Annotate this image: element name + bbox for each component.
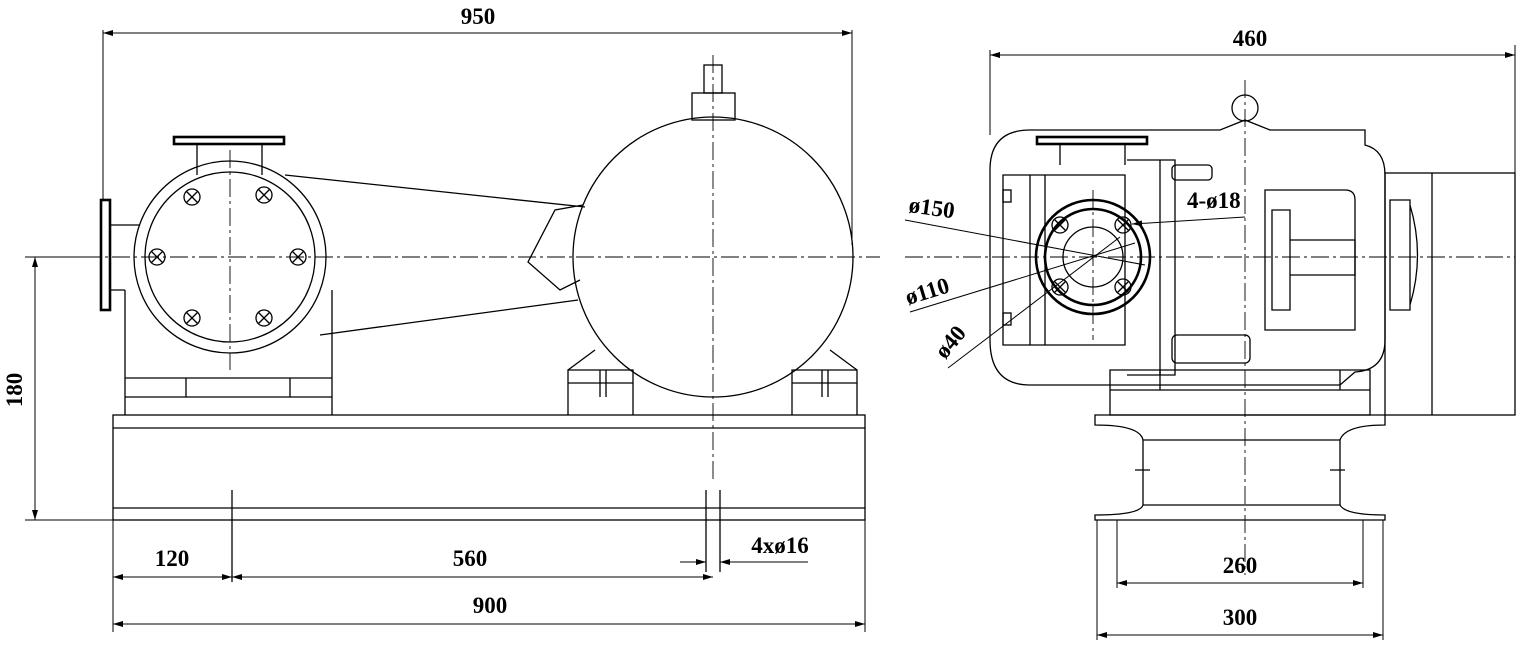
dim-shaft-height: 180 [2,373,27,408]
leader-bore [947,236,1121,369]
dim-overall-width: 460 [1233,26,1268,51]
dim-flange-bore: ø40 [930,321,971,363]
belt-guard [284,174,586,336]
base-frame [112,414,866,582]
dim-bolt-spacing: 560 [453,546,488,571]
dim-overall-length: 950 [461,4,496,29]
dim-base-holes: 4xø16 [751,533,809,558]
pump-body [99,135,333,415]
dim-flange-holes: 4-ø18 [1187,188,1241,213]
side-base [1094,369,1386,521]
dim-flange-bolt-circle: ø110 [902,273,952,310]
dim-base-length: 900 [473,593,508,618]
front-view: 950 180 120 560 4xø16 900 [2,4,880,632]
leader-flange-outer [904,219,1146,266]
dim-base-width: 300 [1223,605,1258,630]
dim-base-bolt-spacing: 260 [1223,553,1258,578]
side-view: 460 ø150 ø110 ø40 4-ø18 260 300 [902,26,1516,640]
motor [527,55,858,480]
pump-housing [989,94,1516,416]
leader-flange-holes [1131,216,1246,227]
dim-flange-outer: ø150 [907,192,956,223]
dim-bolt-offset: 120 [155,546,190,571]
